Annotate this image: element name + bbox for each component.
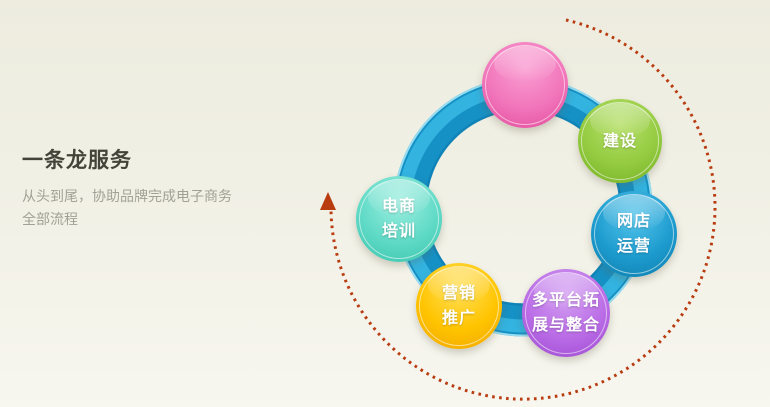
node-label-line2: 运营 [616, 238, 651, 255]
description-line-2: 全部流程 [22, 211, 78, 227]
arrowhead-icon [320, 192, 336, 210]
cycle-node-marketing: 营销 推广 [416, 263, 502, 349]
node-label-line2: 展与整合 [531, 317, 600, 334]
node-label-line2: 推广 [441, 310, 476, 327]
cycle-node-training: 电商 培训 [356, 176, 442, 262]
node-label-line1: 网店 [616, 213, 651, 230]
description-line-1: 从头到尾，协助品牌完成电子商务 [22, 188, 232, 204]
node-label-line1: 多平台拓 [531, 292, 600, 309]
page-description: 从头到尾，协助品牌完成电子商务 全部流程 [22, 185, 342, 231]
cycle-node-construction: 建设 [578, 99, 662, 183]
cycle-node-start [482, 42, 568, 128]
node-label-line1: 营销 [441, 285, 476, 302]
node-label-line2: 培训 [381, 223, 416, 240]
page-title: 一条龙服务 [22, 148, 132, 172]
cycle-node-store-operation: 网店 运营 [591, 191, 677, 277]
node-label: 建设 [602, 132, 637, 150]
cycle-node-multi-platform: 多平台拓 展与整合 [522, 269, 610, 357]
node-label-line1: 电商 [381, 198, 416, 215]
intro-block: 一条龙服务 从头到尾，协助品牌完成电子商务 全部流程 [22, 144, 342, 231]
